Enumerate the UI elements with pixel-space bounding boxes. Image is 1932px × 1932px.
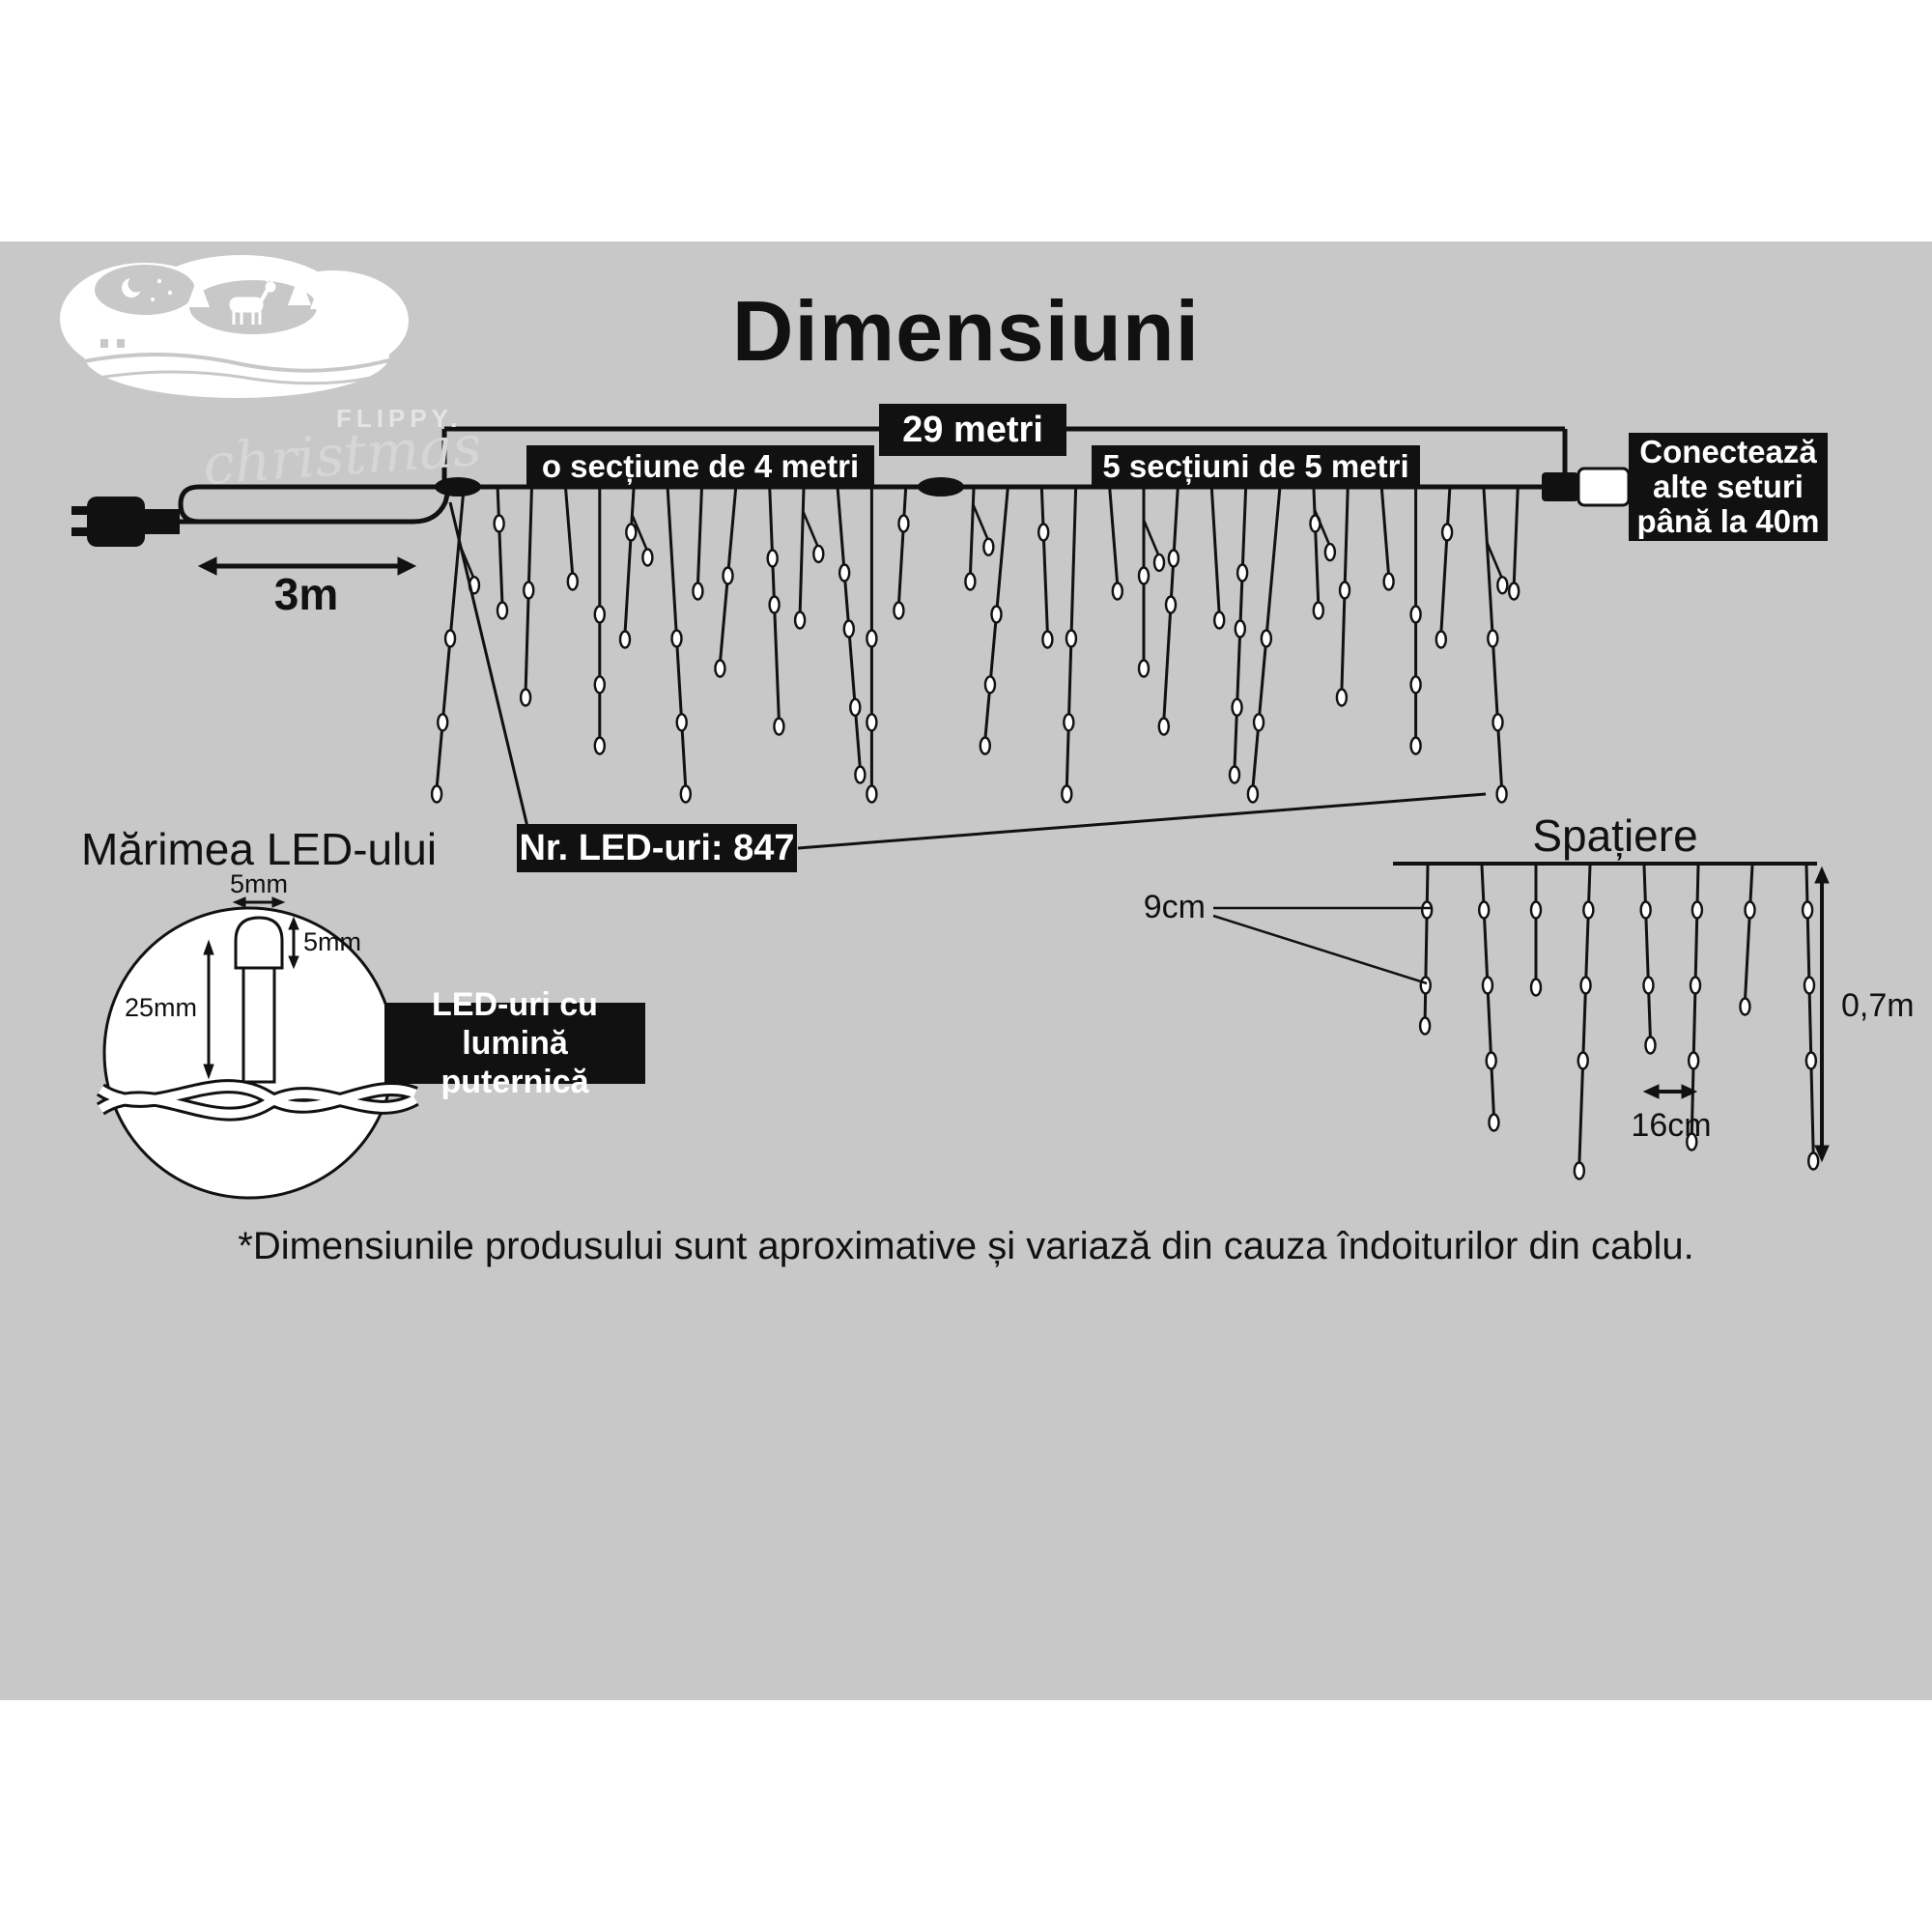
page-title: Dimensiuni — [731, 283, 1201, 379]
end-plug-icon — [1542, 467, 1631, 507]
led-body-height-label: 25mm — [124, 993, 197, 1022]
deer-icon — [229, 272, 277, 325]
led-cap-height-label: 5mm — [303, 927, 361, 956]
drop-height-label: 0,7m — [1841, 987, 1915, 1024]
house-icon — [87, 317, 139, 357]
drop-spacing-arrow — [1642, 1084, 1698, 1099]
led-feature-line1: LED-uri cu lumină — [432, 986, 598, 1062]
led-size-arrows — [203, 896, 299, 1080]
bulb-spacing-leader-lines — [1212, 906, 1431, 985]
power-plug-icon — [71, 497, 180, 547]
led-count-leader-lines — [448, 501, 1487, 850]
tree-icon — [186, 276, 210, 307]
disclaimer-text: *Dimensiunile produsului sunt aproximati… — [238, 1225, 1694, 1267]
section-left-badge: o secțiune de 4 metri — [526, 445, 874, 488]
led-feature-badge: LED-uri cu lumină puternică — [384, 986, 645, 1100]
tree-icon — [310, 286, 327, 309]
wire-connector-icon — [918, 477, 964, 497]
brand-name: FLIPPY. — [336, 404, 463, 433]
star-icon — [151, 298, 155, 301]
lead-length-arrow — [197, 556, 417, 576]
drop-height-arrow — [1814, 866, 1830, 1163]
spacing-lights — [1418, 865, 1820, 1180]
led-size-title: Mărimea LED-ului — [81, 824, 438, 874]
star-icon — [167, 290, 173, 296]
connect-info-line1: Conectează — [1639, 434, 1817, 469]
star-icon — [156, 278, 162, 284]
connect-info-badge: Conectează alte seturi până la 40m — [1629, 433, 1828, 541]
lead-cable — [178, 484, 451, 525]
logo-scene — [60, 255, 409, 398]
led-feature-line2: puternică — [440, 1064, 589, 1100]
curtain-lights — [430, 488, 1520, 804]
led-bulb-drawing — [234, 916, 284, 1084]
twisted-cable — [96, 1079, 419, 1122]
lead-length-label: 3m — [273, 569, 339, 619]
connect-info-line2: alte seturi — [1653, 469, 1804, 504]
led-count-badge: Nr. LED-uri: 847 — [517, 824, 797, 872]
connect-info-line3: până la 40m — [1636, 503, 1820, 539]
total-length-badge: 29 metri — [879, 404, 1066, 456]
tree-icon — [288, 274, 311, 305]
led-width-label: 5mm — [230, 869, 288, 898]
spacing-section-title: Spațiere — [1532, 810, 1698, 861]
section-right-badge: 5 secțiuni de 5 metri — [1092, 445, 1420, 488]
bulb-spacing-label: 9cm — [1143, 889, 1206, 925]
drop-spacing-label: 16cm — [1631, 1107, 1712, 1144]
